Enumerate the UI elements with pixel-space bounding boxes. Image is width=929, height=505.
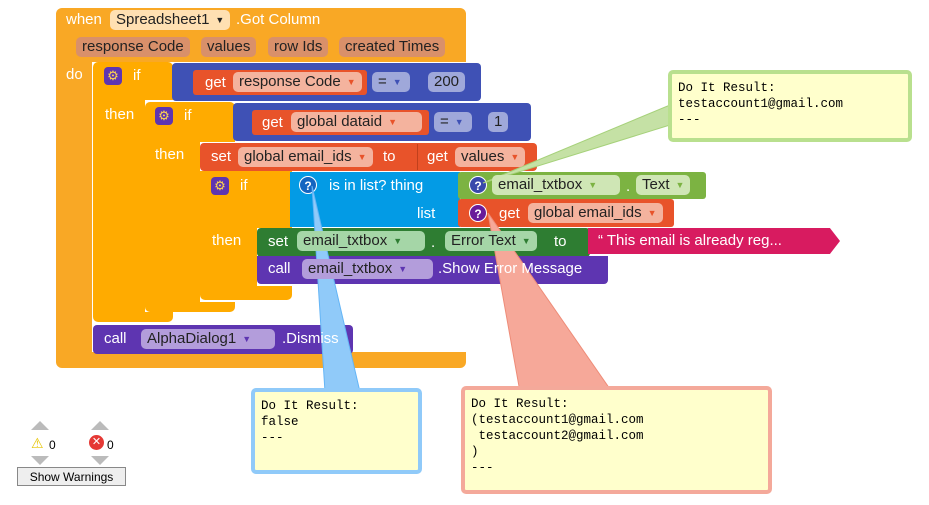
warning-icon: ⚠ xyxy=(31,435,44,451)
dropdown-arrow-icon: ▼ xyxy=(392,77,402,88)
warning-count: 0 xyxy=(49,438,56,452)
error-prev-button[interactable] xyxy=(91,421,109,430)
dropdown-arrow-icon: ▼ xyxy=(510,152,520,163)
dropdown-arrow-icon: ▼ xyxy=(393,236,403,247)
var-name: global dataid xyxy=(297,113,383,130)
mutator-gear-icon[interactable]: ⚙ xyxy=(155,107,173,125)
operator-dropdown[interactable]: =▼ xyxy=(434,112,472,132)
show-warnings-button[interactable]: Show Warnings xyxy=(17,467,126,486)
warning-prev-button[interactable] xyxy=(31,421,49,430)
mutator-gear-icon[interactable]: ⚙ xyxy=(104,67,122,85)
error-count: 0 xyxy=(107,438,114,452)
error-next-button[interactable] xyxy=(91,456,109,465)
component-dropdown[interactable]: email_txtbox ▼ xyxy=(297,231,425,251)
dropdown-arrow-icon: ▼ xyxy=(242,334,252,345)
is-in-list-label: is in list? thing xyxy=(329,177,424,194)
var-dropdown[interactable]: global dataid ▼ xyxy=(291,112,422,132)
param-row-ids[interactable]: row Ids xyxy=(268,37,329,57)
dropdown-arrow-icon: ▼ xyxy=(215,15,225,26)
method-name: .Dismiss xyxy=(282,330,339,347)
dropdown-arrow-icon: ▼ xyxy=(398,264,408,275)
call-label: call xyxy=(104,330,127,347)
component-name: email_txtbox xyxy=(498,176,583,193)
green-callout-tail xyxy=(482,104,671,184)
dropdown-arrow-icon: ▼ xyxy=(454,117,464,128)
component-dropdown[interactable]: email_txtbox ▼ xyxy=(302,259,433,279)
operator: = xyxy=(440,113,449,130)
get-label: get xyxy=(205,74,226,91)
callout-red[interactable]: Do It Result: (testaccount1@gmail.com te… xyxy=(461,386,772,494)
do-label: do xyxy=(66,66,83,83)
var-dropdown[interactable]: values ▼ xyxy=(455,147,526,167)
dropdown-arrow-icon: ▼ xyxy=(388,117,397,128)
dropdown-arrow-icon: ▼ xyxy=(357,152,367,163)
dot: . xyxy=(626,178,631,195)
component-name: email_txtbox xyxy=(303,232,388,249)
param-values[interactable]: values xyxy=(201,37,257,57)
then-label: then xyxy=(212,232,242,249)
component-name: AlphaDialog1 xyxy=(147,330,237,347)
error-icon: ✕ xyxy=(89,435,104,450)
var-dropdown[interactable]: global email_ids ▼ xyxy=(528,203,663,223)
operator-dropdown[interactable]: =▼ xyxy=(372,72,410,92)
component-name: email_txtbox xyxy=(308,260,393,277)
get-label: get xyxy=(499,205,520,222)
component-dropdown[interactable]: Spreadsheet1 ▼ xyxy=(110,10,231,30)
var-dropdown[interactable]: global email_ids ▼ xyxy=(238,147,373,167)
get-label: get xyxy=(262,114,283,131)
property-dropdown[interactable]: Text ▼ xyxy=(636,175,691,195)
var-name: global email_ids xyxy=(244,148,352,165)
then-label: then xyxy=(105,106,135,123)
to-label: to xyxy=(554,233,567,250)
help-icon[interactable]: ? xyxy=(469,176,487,194)
if-label: if xyxy=(133,67,141,84)
dropdown-arrow-icon: ▼ xyxy=(588,180,598,191)
method-name: .Show Error Message xyxy=(438,260,583,277)
dot: . xyxy=(431,234,436,251)
then-label: then xyxy=(155,146,185,163)
component-dropdown[interactable]: AlphaDialog1 ▼ xyxy=(141,329,275,349)
property-name: Error Text xyxy=(451,232,516,249)
callout-green[interactable]: Do It Result: testaccount1@gmail.com --- xyxy=(668,70,912,142)
to-label: to xyxy=(383,148,396,165)
mutator-gear-icon[interactable]: ⚙ xyxy=(211,177,229,195)
operator: = xyxy=(378,73,387,90)
property-name: Text xyxy=(642,176,670,193)
var-name: global email_ids xyxy=(534,204,642,221)
set-label: set xyxy=(268,233,289,250)
if-label: if xyxy=(184,107,192,124)
dropdown-arrow-icon: ▼ xyxy=(521,236,531,247)
component-dropdown[interactable]: email_txtbox ▼ xyxy=(492,175,620,195)
text-block[interactable] xyxy=(588,228,840,254)
component-name: Spreadsheet1 xyxy=(116,11,210,28)
if-label: if xyxy=(240,177,248,194)
var-name: response Code xyxy=(239,73,341,90)
param-created-times[interactable]: created Times xyxy=(339,37,446,57)
number-200[interactable]: 200 xyxy=(428,72,466,92)
var-dropdown[interactable]: response Code ▼ xyxy=(233,72,362,92)
list-label: list xyxy=(417,205,436,222)
set-label: set xyxy=(211,148,232,165)
call-label: call xyxy=(268,260,291,277)
dropdown-arrow-icon: ▼ xyxy=(675,180,685,191)
number-1[interactable]: 1 xyxy=(488,112,509,132)
dropdown-arrow-icon: ▼ xyxy=(647,208,657,219)
dropdown-arrow-icon: ▼ xyxy=(346,77,356,88)
get-label: get xyxy=(427,148,448,165)
param-response-code[interactable]: response Code xyxy=(76,37,190,57)
var-name: values xyxy=(461,148,505,165)
warning-next-button[interactable] xyxy=(31,456,49,465)
callout-blue[interactable]: Do It Result: false --- xyxy=(251,388,422,474)
error-message-text[interactable]: “ This email is already reg... xyxy=(598,232,782,249)
event-name: .Got Column xyxy=(236,11,321,28)
when-label: when xyxy=(66,11,102,28)
blue-callout-tail xyxy=(311,185,361,393)
property-dropdown[interactable]: Error Text ▼ xyxy=(445,231,537,251)
help-icon[interactable]: ? xyxy=(469,204,487,222)
